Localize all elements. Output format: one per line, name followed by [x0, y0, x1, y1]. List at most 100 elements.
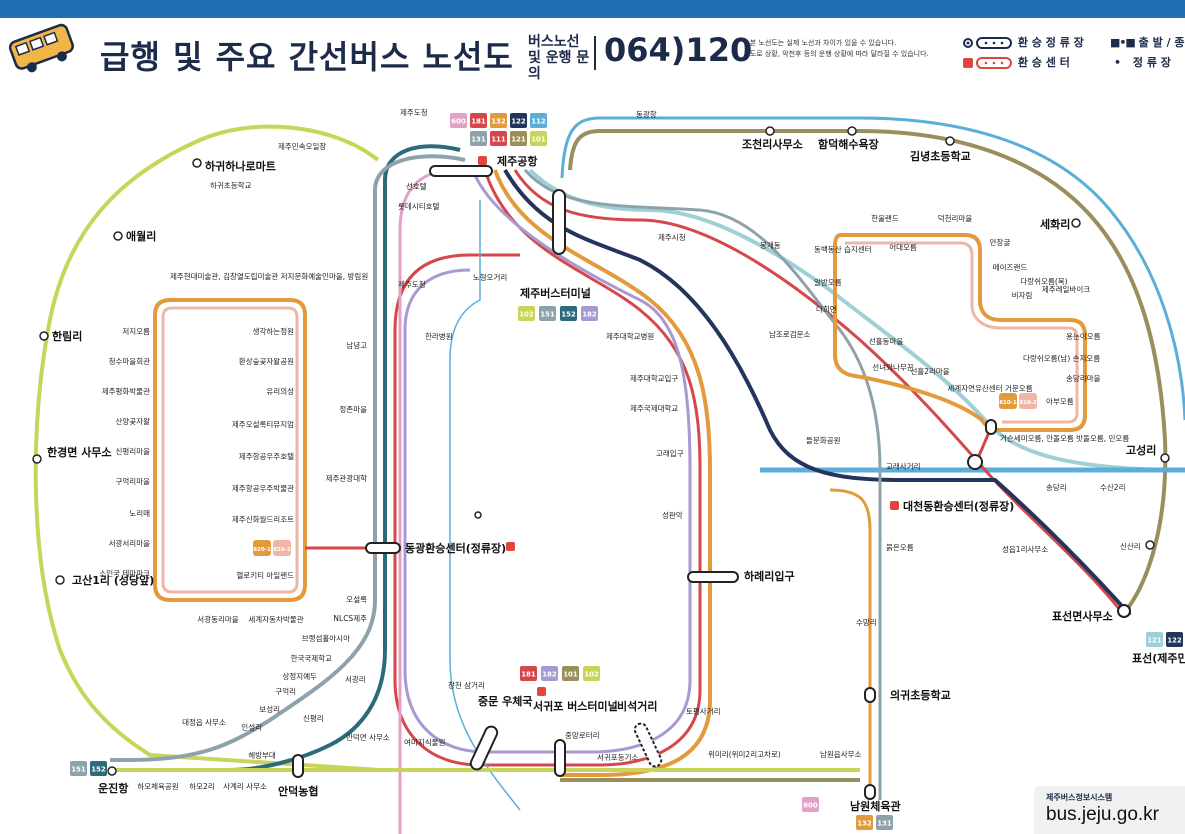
east-loop-stop[interactable]: 메이즈랜드 — [993, 262, 1028, 272]
east-loop-stop[interactable]: 알밤오름 — [814, 277, 842, 287]
station-hangyeong[interactable]: 한경면 사무소 — [47, 445, 112, 459]
middle-stop[interactable]: 중앙로터리 — [565, 730, 600, 740]
west-left-stop[interactable]: 청수마을회관 — [109, 356, 150, 366]
station-bus-terminal[interactable]: 제주버스터미널 — [520, 286, 591, 300]
middle-stop[interactable]: 한라병원 — [425, 332, 453, 341]
middle-stop[interactable]: 고래입구 — [656, 449, 684, 458]
station-aewol[interactable]: 애월리 — [126, 229, 156, 243]
middle-stop[interactable]: 여미지식물원 — [404, 737, 445, 747]
middle-stop[interactable]: 제주대학교병원 — [606, 331, 654, 341]
station-gosan[interactable]: 고산1리 (성당앞) — [72, 573, 154, 587]
station-sinsan[interactable]: 신산리 — [1120, 541, 1141, 551]
middle-stop[interactable]: 제주대학교입구 — [630, 373, 678, 383]
east-loop-stop[interactable]: 어대오름 — [889, 242, 917, 252]
mid-left-stop[interactable]: 인성리 — [241, 722, 262, 732]
mid-left-stop[interactable]: 하모체육공원 — [137, 781, 178, 791]
middle-stop[interactable]: 선호텔 — [406, 182, 427, 191]
station-namwon-gym[interactable]: 남원체육관 — [850, 799, 901, 813]
station-airport[interactable]: 제주공항 — [497, 154, 537, 168]
mid-left-stop[interactable]: 헤방부대 — [248, 750, 276, 760]
east-loop-stop[interactable]: 한울랜드 — [871, 213, 899, 223]
middle-stop[interactable]: 롯데시티호텔 — [398, 202, 439, 211]
station-anduk[interactable]: 안덕농협 — [278, 784, 318, 798]
site-box[interactable]: 제주버스정보시스템 bus.jeju.go.kr — [1034, 786, 1185, 834]
station-sehwa[interactable]: 세화리 — [1040, 217, 1070, 231]
west-right-stop[interactable]: 환상숲곶자왈공원 — [239, 356, 294, 366]
middle-stop[interactable]: 남조로검문소 — [769, 329, 810, 339]
west-right-stop[interactable]: 생각하는정원 — [253, 326, 294, 336]
site-url[interactable]: bus.jeju.go.kr — [1046, 804, 1160, 825]
mid-left-stop[interactable]: 브랭섬홀아시아 — [302, 633, 350, 643]
station-bisuk[interactable]: 비석거리 — [617, 699, 657, 713]
middle-stop[interactable]: 남원읍사무소 — [820, 750, 861, 759]
east-loop-stop[interactable]: 다랑쉬오름(북) — [1020, 277, 1067, 286]
middle-stop[interactable]: 붉은오름 — [886, 543, 914, 552]
middle-stop[interactable]: 교래사거리 — [886, 462, 921, 471]
west-right-stop[interactable]: 제주항공우주박물관 — [232, 483, 294, 493]
station-gimnyeong[interactable]: 김녕초등학교 — [910, 149, 971, 163]
middle-stop[interactable]: 송당리 — [1046, 482, 1067, 492]
mid-left-stop[interactable]: 하모2리 — [189, 781, 214, 791]
phone-number[interactable]: 064)120 — [604, 31, 753, 69]
west-right-stop[interactable]: 제주신화월드리조트 — [232, 514, 294, 524]
station-jeju-dochung[interactable]: 제주도청 — [400, 108, 428, 117]
east-loop-stop[interactable]: 다희연 — [816, 304, 837, 314]
east-loop-stop[interactable]: 선녀와나무꾼 — [872, 362, 913, 372]
mid-left-stop[interactable]: 구억리 — [275, 687, 296, 696]
west-right-stop[interactable]: 유리의성 — [266, 386, 294, 396]
west-left-stop[interactable]: 구억리마을 — [116, 477, 151, 486]
mid-left-stop[interactable]: 보성리 — [259, 705, 280, 714]
station-hallim[interactable]: 한림리 — [52, 329, 82, 343]
middle-stop[interactable]: 제주국제대학교 — [630, 403, 678, 413]
west-left-stop[interactable]: 서광동리마을 — [197, 614, 238, 624]
middle-stop[interactable]: 서귀포등기소 — [597, 752, 638, 762]
station-harye[interactable]: 하례리입구 — [744, 569, 795, 583]
middle-stop[interactable]: 창천 삼거리 — [448, 680, 485, 690]
west-right-stop[interactable]: 제주오설록티뮤지엄 — [232, 420, 294, 429]
middle-stop[interactable]: 수망리 — [856, 617, 877, 627]
mid-left-stop[interactable]: 정존마을 — [339, 404, 367, 414]
station-daecheon-center[interactable]: 대천동환승센터(정류장) — [903, 499, 1014, 513]
west-left-stop[interactable]: 소인국 테마파크 — [99, 568, 150, 578]
east-loop-stop[interactable]: 덕천리마을 — [938, 213, 973, 223]
east-loop-stop[interactable]: 다랑쉬오름(남) 손지오름 — [1023, 354, 1100, 363]
west-right-stop[interactable]: 헬로키티 아일랜드 — [236, 570, 294, 580]
middle-stop[interactable]: 노형오거리 — [473, 273, 508, 282]
station-dongwang[interactable]: 동광항 — [636, 109, 657, 119]
middle-stop[interactable]: 토평사거리 — [686, 706, 721, 716]
east-loop-stop[interactable]: 세계자연유산센터 거문오름 — [947, 383, 1032, 393]
east-loop-stop[interactable]: 비자림 — [1012, 291, 1033, 300]
west-left-stop[interactable]: 산양곶자왈 — [116, 416, 151, 426]
west-left-stop[interactable]: 제주평화박물관 — [102, 386, 150, 396]
station-goseong[interactable]: 고성리 — [1126, 443, 1156, 457]
east-loop-stop[interactable]: 용눈이오름 — [1066, 331, 1101, 341]
station-jungmun[interactable]: 중문 우체국 — [478, 694, 532, 708]
station-hagwi[interactable]: 하귀하나로마트 — [205, 159, 276, 173]
mid-left-stop[interactable]: 남녕고 — [346, 341, 367, 350]
station-jocheon[interactable]: 조천리사무소 — [742, 137, 803, 151]
mid-left-stop[interactable]: 제주관광대학 — [326, 473, 367, 483]
middle-stop[interactable]: 들문화공원 — [806, 436, 841, 445]
station-uigwi[interactable]: 의귀초등학교 — [890, 688, 951, 702]
middle-stop[interactable]: 수산2리 — [1100, 482, 1125, 492]
station-jeju-sicheong[interactable]: 제주시청 — [658, 233, 686, 242]
middle-stop[interactable]: 성읍1리사무소 — [1002, 545, 1048, 554]
east-loop-stop[interactable]: 선흘2리마을 — [910, 366, 949, 376]
west-left-stop[interactable]: 서광서리마을 — [109, 538, 150, 548]
east-loop-stop[interactable]: 선흘동마을 — [869, 336, 904, 346]
station-hagwi-school[interactable]: 하귀초등학교 — [210, 180, 251, 190]
station-pyoseon[interactable]: 표선면사무소 — [1052, 609, 1113, 623]
station-pyoseon-folk[interactable]: 표선(제주민 — [1132, 651, 1185, 665]
east-loop-stop[interactable]: 아부오름 — [1046, 396, 1074, 406]
mid-left-stop[interactable]: 신평리 — [303, 713, 324, 723]
station-jeju-folk[interactable]: 제주민속오일장 — [278, 141, 326, 151]
station-donggwang-center[interactable]: 동광환승센터(정류장) — [405, 541, 506, 555]
mid-left-stop[interactable]: 사계리 사무소 — [223, 781, 267, 791]
station-west-museums[interactable]: 제주현대미술관, 김창열도립미술관 저지문화예술인마을, 방림원 — [170, 271, 368, 281]
mid-left-stop[interactable]: 오설록 — [346, 595, 367, 604]
west-right-stop[interactable]: 제주항공우주호텔 — [239, 452, 294, 461]
east-loop-stop[interactable]: 거슨세미오름, 안돌오름 밧돌오름, 민오름 — [1000, 433, 1129, 443]
mid-left-stop[interactable]: 대정읍 사무소 — [182, 717, 226, 727]
west-left-stop[interactable]: 노리매 — [129, 509, 150, 518]
west-right-stop[interactable]: 세계자동차박물관 — [248, 614, 303, 624]
